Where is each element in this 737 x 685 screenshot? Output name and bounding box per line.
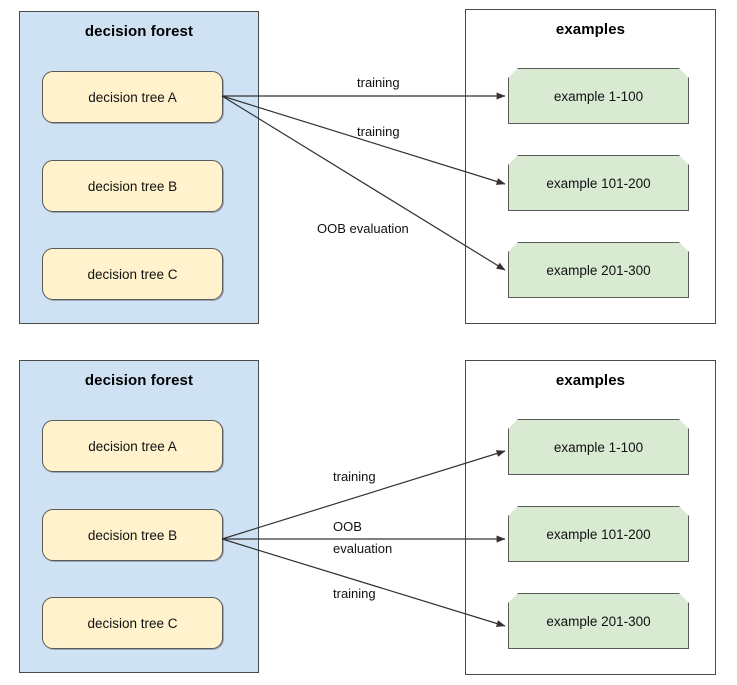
decision-forest-panel-bottom: decision forest decision tree A decision…: [19, 360, 259, 673]
edge-label-training-2-top: training: [357, 124, 400, 139]
example-box-201-300-bottom[interactable]: example 201-300: [508, 593, 689, 649]
example-box-101-200-bottom[interactable]: example 101-200: [508, 506, 689, 562]
decision-forest-title-top: decision forest: [84, 23, 194, 40]
example-box-201-300-top[interactable]: example 201-300: [508, 242, 689, 298]
edge-label-training-1-bottom: training: [333, 469, 376, 484]
arrow-layer-top: [221, 92, 506, 271]
example-box-shape: [508, 68, 689, 124]
edge-label-oob-evaluation-top: OOB evaluation: [317, 221, 409, 236]
example-box-shape: [508, 242, 689, 298]
example-box-label: example 201-300: [546, 262, 651, 278]
edge-label-training-2-bottom: training: [333, 586, 376, 601]
examples-title-top: examples: [555, 21, 626, 38]
example-box-shape: [508, 155, 689, 211]
arrow-training-to-example-201-300: [221, 538, 506, 627]
edge-label-evaluation-bottom: evaluation: [333, 541, 393, 556]
arrow-layer-bottom: [221, 450, 506, 627]
examples-panel-bottom: examples example 1-100 example 101-200 e…: [465, 360, 716, 675]
edge-label-oob-bottom: OOB: [333, 519, 362, 534]
example-box-label: example 1-100: [553, 439, 644, 455]
diagram-decision-tree-a: decision forest decision tree A decision…: [0, 0, 737, 342]
arrow-training-to-example-101-200: [221, 95, 506, 185]
tree-box-decision-tree-c-top[interactable]: decision tree C: [42, 248, 223, 300]
edge-label-training-1-top: training: [357, 75, 400, 90]
example-box-label: example 101-200: [546, 175, 651, 191]
diagram-decision-tree-b: decision forest decision tree A decision…: [0, 343, 737, 685]
example-box-shape: [508, 506, 689, 562]
decision-forest-panel-top: decision forest decision tree A decision…: [19, 11, 259, 324]
tree-box-decision-tree-a-bottom[interactable]: decision tree A: [42, 420, 223, 472]
example-box-1-100-bottom[interactable]: example 1-100: [508, 419, 689, 475]
decision-forest-title-bottom: decision forest: [84, 372, 194, 389]
arrow-training-to-example-1-100: [221, 450, 506, 540]
tree-box-label: decision tree A: [88, 89, 177, 105]
tree-box-decision-tree-b-top[interactable]: decision tree B: [42, 160, 223, 212]
example-box-101-200-top[interactable]: example 101-200: [508, 155, 689, 211]
tree-box-label: decision tree B: [87, 527, 178, 543]
example-box-shape: [508, 593, 689, 649]
tree-box-label: decision tree A: [88, 438, 177, 454]
tree-box-decision-tree-a-top[interactable]: decision tree A: [42, 71, 223, 123]
tree-box-label: decision tree C: [87, 615, 178, 631]
example-box-label: example 201-300: [546, 613, 651, 629]
example-box-1-100-top[interactable]: example 1-100: [508, 68, 689, 124]
example-box-label: example 101-200: [546, 526, 651, 542]
tree-box-label: decision tree B: [87, 178, 178, 194]
examples-title-bottom: examples: [555, 372, 626, 389]
examples-panel-top: examples example 1-100 example 101-200 e…: [465, 9, 716, 324]
example-box-shape: [508, 419, 689, 475]
example-box-label: example 1-100: [553, 88, 644, 104]
tree-box-label: decision tree C: [87, 266, 178, 282]
tree-box-decision-tree-c-bottom[interactable]: decision tree C: [42, 597, 223, 649]
arrow-oob-evaluation-to-example-201-300: [221, 95, 506, 271]
tree-box-decision-tree-b-bottom[interactable]: decision tree B: [42, 509, 223, 561]
